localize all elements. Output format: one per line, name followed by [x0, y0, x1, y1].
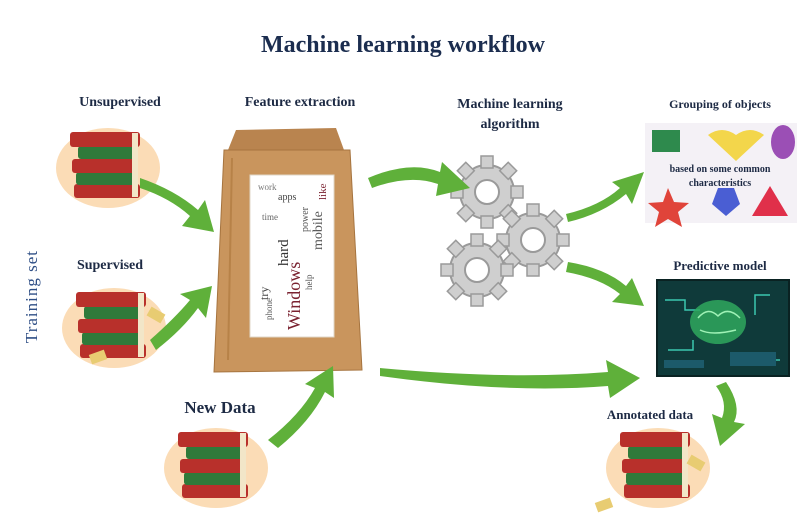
supervised-books-icon [62, 288, 166, 368]
bag-word-4: like [317, 183, 329, 200]
ml-algorithm-label-line2: algorithm [480, 117, 540, 132]
arrow-newdata-to-model [380, 360, 640, 398]
bag-word-1: hard [276, 239, 292, 266]
bag-word-5: power [300, 206, 311, 232]
feature-extraction-label: Feature extraction [244, 95, 356, 110]
word-cloud: Windows hard try mobile like power help … [257, 182, 329, 330]
ml-algorithm-label: Machine learning algorithm [430, 95, 590, 135]
grouping-shapes-image [645, 123, 797, 227]
new-data-label: New Data [184, 398, 256, 417]
supervised-tags-icon [88, 306, 166, 365]
arrow-unsupervised-to-bag [140, 178, 214, 232]
supervised-label: Supervised [76, 258, 144, 273]
bag-word-3: mobile [311, 211, 326, 250]
diagram-title: Machine learning workflow [261, 32, 545, 58]
arrow-model-to-annotated [712, 382, 745, 446]
annotated-data-label: Annotated data [606, 407, 694, 422]
arrow-bag-to-gears [368, 162, 470, 196]
bag-word-2: try [257, 287, 271, 300]
bag-word-7: time [262, 212, 278, 222]
unsupervised-label: Unsupervised [79, 95, 161, 110]
grouping-sub-line1: based on some common [670, 164, 771, 175]
arrow-supervised-to-bag [150, 286, 212, 350]
bag-word-9: work [258, 182, 277, 192]
arrow-gears-to-grouping [566, 172, 644, 222]
unsupervised-books-icon [56, 128, 160, 208]
bag-word-6: help [304, 274, 314, 290]
annotated-tags-icon [594, 454, 706, 513]
bag-word-0: Windows [284, 262, 304, 330]
grouping-label: Grouping of objects [669, 97, 771, 111]
new-data-books-icon [164, 428, 268, 508]
annotated-books-icon [606, 428, 710, 508]
grouping-sub-line2: characteristics [689, 178, 751, 189]
predictive-model-screen-image [656, 279, 790, 377]
paper-bag-icon [213, 128, 363, 373]
flow-arrows [140, 162, 745, 448]
arrow-newdata-to-bag [268, 366, 334, 448]
predictive-model-label: Predictive model [673, 258, 767, 273]
bag-word-8: apps [278, 192, 296, 203]
arrow-gears-to-model [566, 262, 644, 306]
gears-icon [440, 155, 570, 307]
ml-algorithm-label-line1: Machine learning [457, 97, 563, 112]
bag-word-10: phone [264, 298, 274, 320]
